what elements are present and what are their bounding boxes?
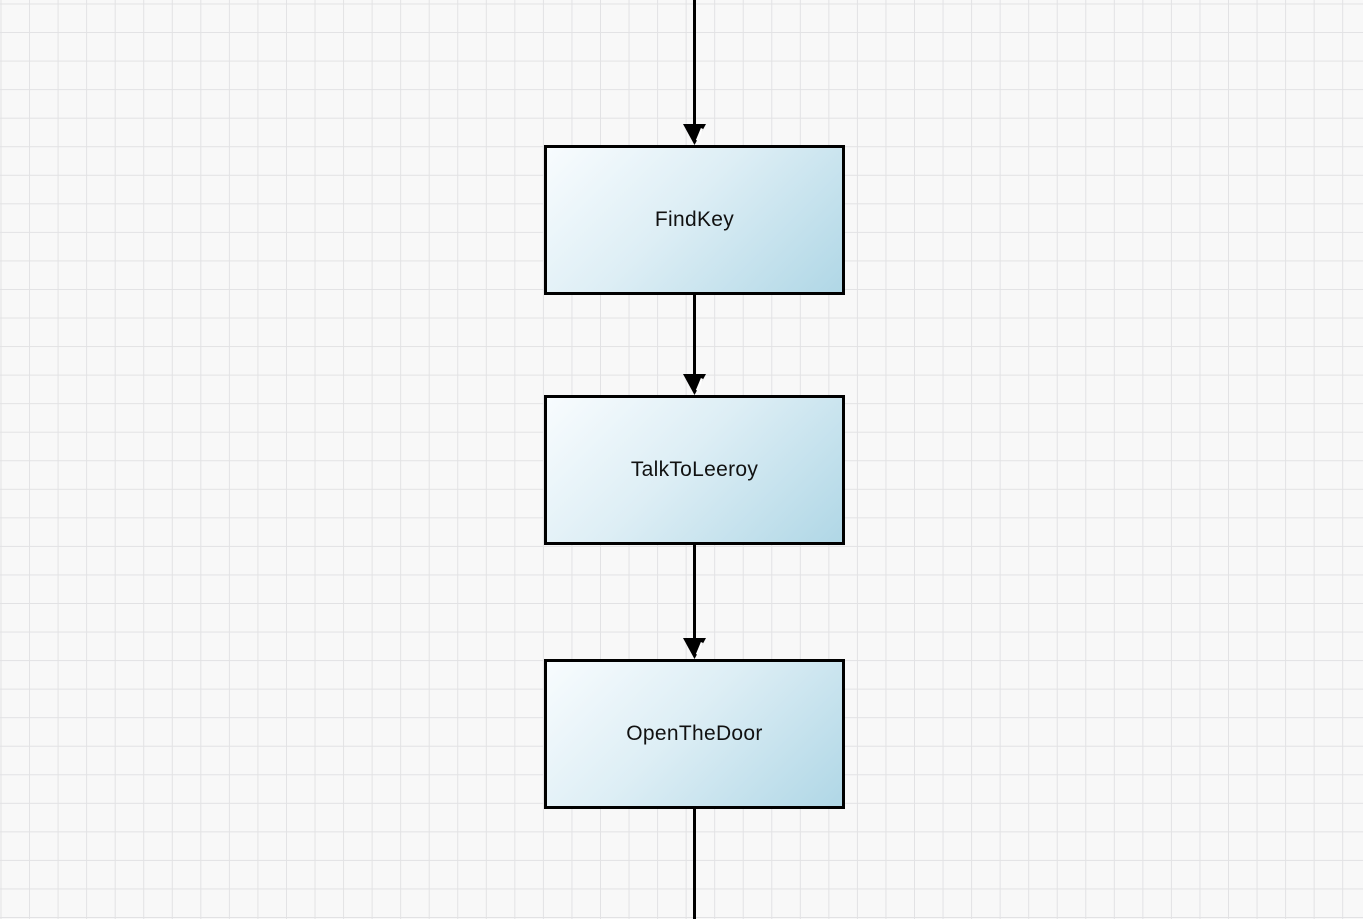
- node-talktoleeroy-label: TalkToLeeroy: [630, 458, 759, 481]
- edge-talktoleeroy-openthedoor[interactable]: [683, 544, 706, 659]
- node-findkey-label: FindKey: [654, 208, 735, 231]
- edge-findkey-talktoleeroy[interactable]: [683, 294, 706, 395]
- node-findkey[interactable]: FindKey: [544, 145, 845, 295]
- node-openthedoor[interactable]: OpenTheDoor: [544, 659, 845, 809]
- node-talktoleeroy[interactable]: TalkToLeeroy: [544, 395, 845, 545]
- node-openthedoor-label: OpenTheDoor: [626, 722, 763, 745]
- edge-incoming-findkey[interactable]: [683, 0, 706, 145]
